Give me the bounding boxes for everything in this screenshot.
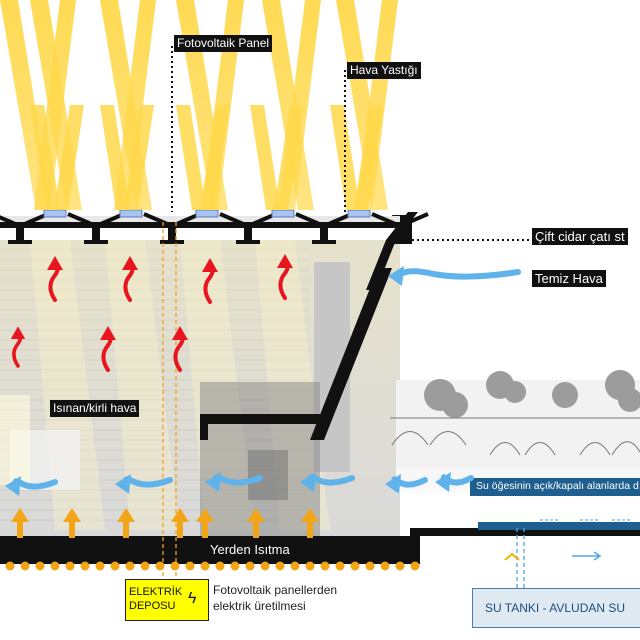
floor-heating-label: Yerden Isıtma [210,542,290,557]
solar-panel-icon [347,209,371,218]
sun-ray-icon [124,105,154,210]
sun-ray-icon [100,105,130,210]
clean-air-label: Temiz Hava [532,270,606,287]
red-air-arrow-icon [100,326,116,372]
water-tank-box: SU TANKI - AVLUDAN SU [472,588,640,628]
heat-up-arrow-icon [117,508,135,538]
red-air-arrow-icon [277,254,293,300]
blue-air-arrow-icon [205,472,263,492]
blue-air-arrow-icon [388,266,521,286]
sun-ray-icon [114,0,156,210]
red-air-arrow-icon [122,256,138,302]
sun-ray-icon [176,105,206,210]
sun-ray-icon [330,105,360,210]
solar-panel-icon [119,209,143,218]
sun-ray-icon [30,105,60,210]
pv-note-line1: Fotovoltaik panellerden [213,583,338,597]
blue-air-arrow-icon [435,472,474,492]
sun-ray-icon [250,105,280,210]
roof-structure [0,209,429,244]
blue-air-arrow-icon [385,474,428,494]
sun-rays [0,0,398,210]
red-air-arrow-icon [47,256,63,302]
floor-slab [0,536,420,564]
electric-storage-box: ELEKTRİK DEPOSU ϟ [125,579,209,621]
sun-ray-icon [274,105,304,210]
courtyard-trees [424,370,640,418]
red-air-arrow-icon [10,326,26,368]
heat-up-arrow-icon [301,508,319,538]
leader-lines [171,46,530,241]
pv-note-line2: elektrik üretilmesi [213,599,306,613]
floor-heat-arrows [11,508,319,538]
blue-air-arrow-icon [5,476,58,496]
water-element-label: Su öğesinin açık/kapalı alanlarda d [476,480,639,492]
sun-ray-icon [54,105,84,210]
blue-air-arrow-icon [115,474,173,494]
electric-storage-line2: DEPOSU [129,600,176,612]
heat-up-arrow-icon [63,508,81,538]
lightning-bolt-icon: ϟ [188,590,197,607]
water-label-band [470,478,640,496]
heat-up-arrow-icon [247,508,265,538]
pv-note: Fotovoltaik panellerden elektrik üretilm… [213,582,337,614]
water-band [478,522,640,530]
courtyard-arches [390,417,640,456]
storage-guide-lines [162,222,177,580]
air-cushion-label: Hava Yastığı [347,62,421,79]
heated-air-arrows [10,254,293,372]
electric-storage-line1: ELEKTRİK [129,586,183,598]
blue-air-arrow-icon [300,472,355,492]
solar-panel-icon [195,209,219,218]
fresh-air-arrows [5,266,521,496]
red-air-arrow-icon [202,258,218,304]
water-flow-arrows [540,519,632,561]
heat-up-arrow-icon [11,508,29,538]
solar-panel-icon [271,209,295,218]
heat-up-arrow-icon [196,508,214,538]
sun-ray-icon [200,105,230,210]
floor-heating-pipes [5,561,420,571]
double-roof-label: Çift cidar çatı st [532,228,628,245]
sun-ray-icon [354,105,384,210]
heated-air-label: Isınan/kirli hava [50,400,140,417]
heat-up-arrow-icon [171,508,189,538]
solar-panel-icon [43,209,67,218]
water-tank-label: SU TANKI - AVLUDAN SU [485,601,626,615]
pv-panel-label: Fotovoltaik Panel [174,35,273,52]
red-air-arrow-icon [172,326,188,372]
